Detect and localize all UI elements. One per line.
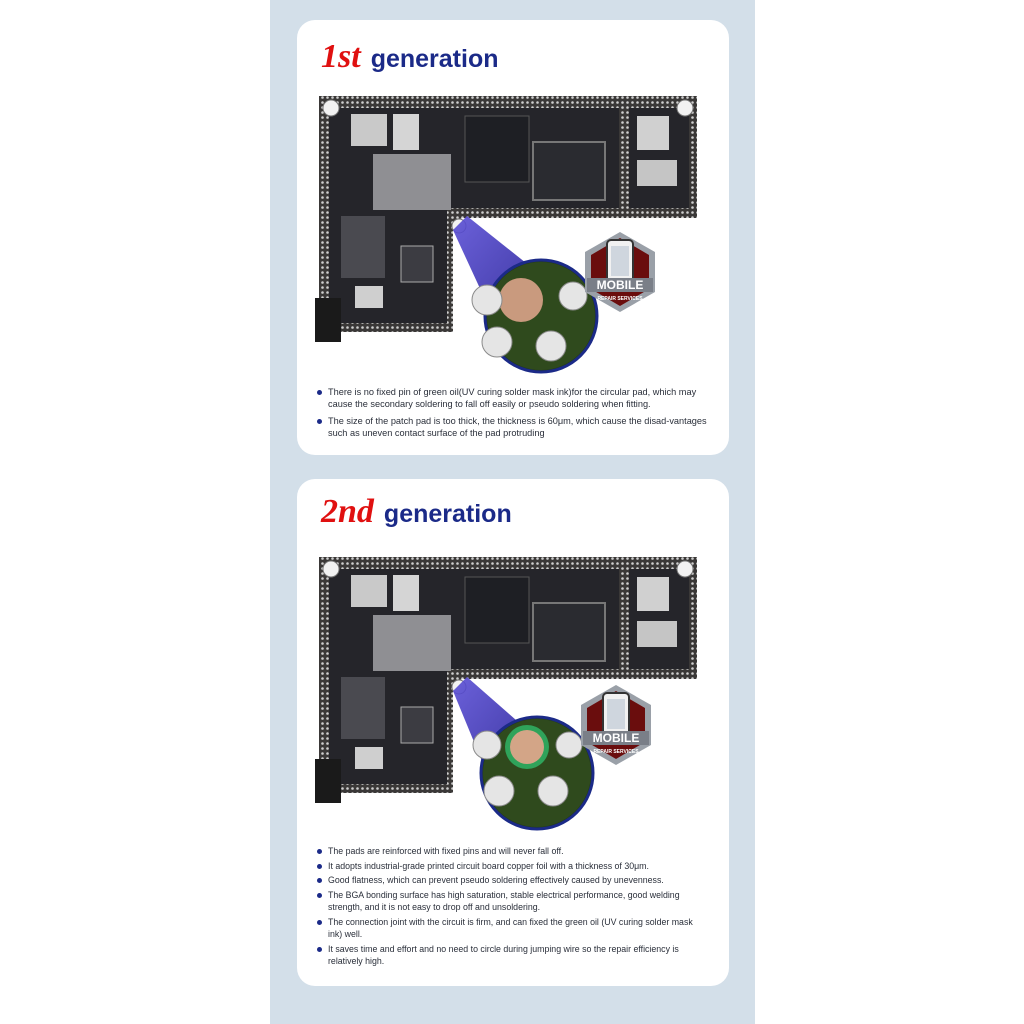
- chip-silver-2: [393, 114, 419, 150]
- bullet-item: The connection joint with the circuit is…: [317, 916, 709, 941]
- circular-pad: [510, 730, 544, 764]
- chip-side-1: [637, 116, 669, 150]
- chip-cpu: [464, 115, 530, 183]
- mobile-repair-badge: MOBILE REPAIR SERVICES: [585, 232, 655, 312]
- chip-cpu: [464, 576, 530, 644]
- circular-pad: [499, 278, 543, 322]
- chip-main: [373, 615, 451, 671]
- circuit-board-image: MOBILE REPAIR SERVICES: [315, 557, 697, 831]
- mount-hole: [322, 99, 340, 117]
- mount-hole: [676, 560, 694, 578]
- chip-lower-silver: [355, 747, 383, 769]
- circuit-board-image: MOBILE REPAIR SERVICES: [315, 96, 697, 374]
- generation-word: generation: [383, 500, 512, 528]
- chip-lower-left: [341, 677, 385, 739]
- badge-subtitle: REPAIR SERVICES: [593, 749, 639, 755]
- chip-lower-silver: [355, 286, 383, 308]
- connector: [315, 759, 341, 803]
- chip-main: [373, 154, 451, 210]
- bullet-item: The BGA bonding surface has high saturat…: [317, 889, 709, 914]
- chip-silver-1: [351, 114, 387, 146]
- card-first-generation: 1st generation: [297, 20, 729, 455]
- chip-silver-2: [393, 575, 419, 611]
- chip-side-2: [637, 160, 677, 186]
- bullet-item: The size of the patch pad is too thick, …: [317, 415, 717, 439]
- generation-ordinal: 1st: [321, 38, 361, 75]
- bullet-item: The pads are reinforced with fixed pins …: [317, 845, 709, 858]
- chip-lower-right: [400, 245, 434, 283]
- mount-hole: [676, 99, 694, 117]
- card-heading: 2nd generation: [321, 493, 512, 531]
- chip-memory: [532, 141, 606, 201]
- badge-subtitle: REPAIR SERVICES: [597, 296, 643, 302]
- mount-hole: [322, 560, 340, 578]
- chip-side-2: [637, 621, 677, 647]
- chip-side-1: [637, 577, 669, 611]
- generation-ordinal: 2nd: [321, 493, 374, 530]
- chip-silver-1: [351, 575, 387, 607]
- bullet-item: It saves time and effort and no need to …: [317, 943, 709, 968]
- generation-word: generation: [370, 45, 499, 73]
- chip-lower-right: [400, 706, 434, 744]
- bullet-item: It adopts industrial-grade printed circu…: [317, 860, 709, 873]
- connector: [315, 298, 341, 342]
- card-heading: 1st generation: [321, 38, 498, 76]
- bullet-list: There is no fixed pin of green oil(UV cu…: [317, 386, 717, 444]
- pad-magnifier: [471, 258, 599, 374]
- chip-memory: [532, 602, 606, 662]
- mobile-repair-badge: MOBILE REPAIR SERVICES: [581, 685, 651, 765]
- chip-lower-left: [341, 216, 385, 278]
- card-second-generation: 2nd generation: [297, 479, 729, 986]
- pad-magnifier: [472, 715, 595, 831]
- bullet-item: Good flatness, which can prevent pseudo …: [317, 874, 709, 887]
- bullet-item: There is no fixed pin of green oil(UV cu…: [317, 386, 717, 410]
- bullet-list: The pads are reinforced with fixed pins …: [317, 845, 709, 970]
- badge-title: MOBILE: [597, 278, 644, 292]
- badge-title: MOBILE: [593, 731, 640, 745]
